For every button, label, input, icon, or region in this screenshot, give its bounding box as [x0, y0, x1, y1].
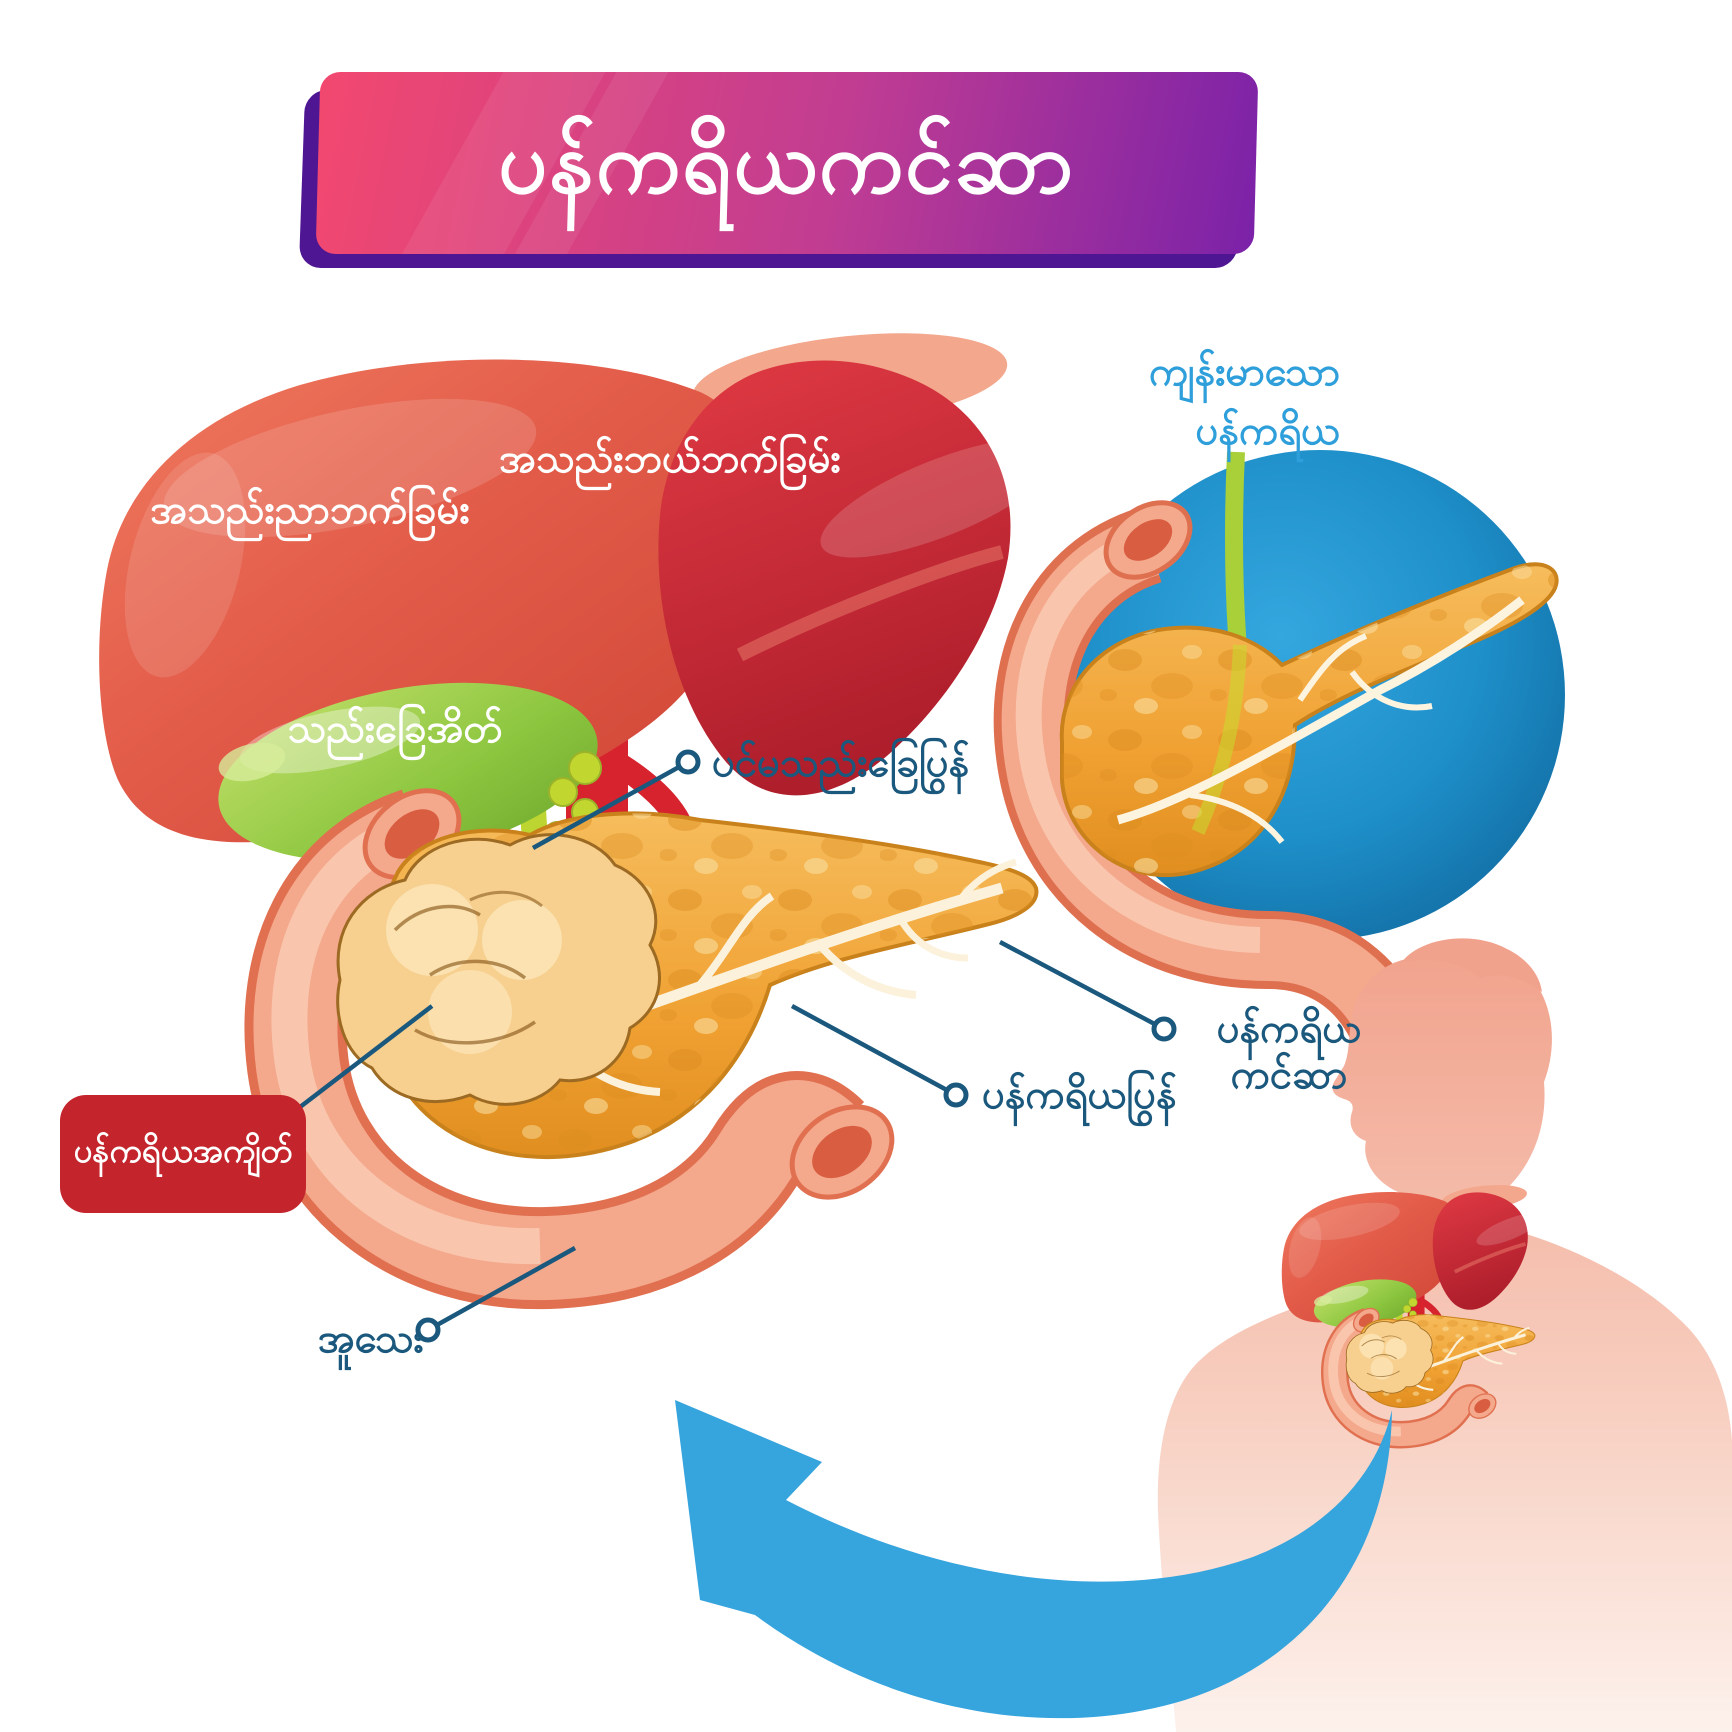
- main-organs-group: [99, 333, 1060, 1310]
- inset-pancreatic-duct: [1116, 596, 1525, 825]
- cancer-dot: [1151, 1016, 1177, 1042]
- liver-right-lobe-shape: [99, 359, 754, 843]
- title-banner: ပန်ကရိယကင်ဆာ: [315, 72, 1259, 254]
- hair-shape: [1402, 938, 1542, 992]
- liver: [99, 359, 1060, 843]
- healthy-pancreas-label: ကျန်းမာသောပန်ကရိယ: [1149, 350, 1340, 453]
- pancreatic-duct-label: ပန်ကရိယပြွန်: [982, 1073, 1177, 1117]
- page-title: ပန်ကရိယကင်ဆာ: [497, 115, 1077, 211]
- zoom-arrow: [675, 1400, 1392, 1719]
- bile-duct-leader-line: [531, 760, 690, 850]
- pancreatic-cancer-label: ပန်ကရိယ ကင်ဆာ: [1216, 1007, 1362, 1097]
- bile-duct-dot: [675, 749, 701, 775]
- pancreatic-duct-dot: [943, 1082, 969, 1108]
- liver-left-lobe-label: အသည်းဘယ်ဘက်ခြမ်း: [499, 437, 841, 481]
- inset-bile-duct-through-head: [1191, 644, 1247, 835]
- liver-right-lobe-label: အသည်းညာဘက်ခြမ်း: [150, 488, 470, 532]
- duodenum-label: အူသေး: [318, 1317, 424, 1361]
- pancreatic-tumor-badge-label: ပန်ကရိယအကျိတ်: [73, 1131, 293, 1169]
- pancreatic-tumor-badge: ပန်ကရိယအကျိတ်: [60, 1095, 306, 1213]
- pancreas-with-tumor: [336, 811, 1039, 1160]
- duodenum-loop: [244, 788, 895, 1310]
- duodenum-dot: [415, 1317, 441, 1343]
- leader-dots: [274, 749, 1177, 1343]
- cancer-leader-line: [998, 940, 1166, 1031]
- tumor-leader-line: [285, 1004, 434, 1119]
- leader-lines: [285, 760, 1166, 1332]
- gallbladder-label: သည်းခြေအိတ်: [287, 707, 503, 751]
- inset-pancreas: [1059, 562, 1559, 878]
- gallbladder-shape: [218, 682, 598, 862]
- pancreatic-tumor: [336, 833, 662, 1106]
- pancreatic-duct-leader-line: [790, 1004, 958, 1097]
- liver-left-lobe-shape: [658, 360, 1011, 796]
- common-bile-duct-label: ပင်မသည်းခြေပြွန်: [712, 741, 970, 785]
- duodenum-leader-line: [426, 1246, 577, 1332]
